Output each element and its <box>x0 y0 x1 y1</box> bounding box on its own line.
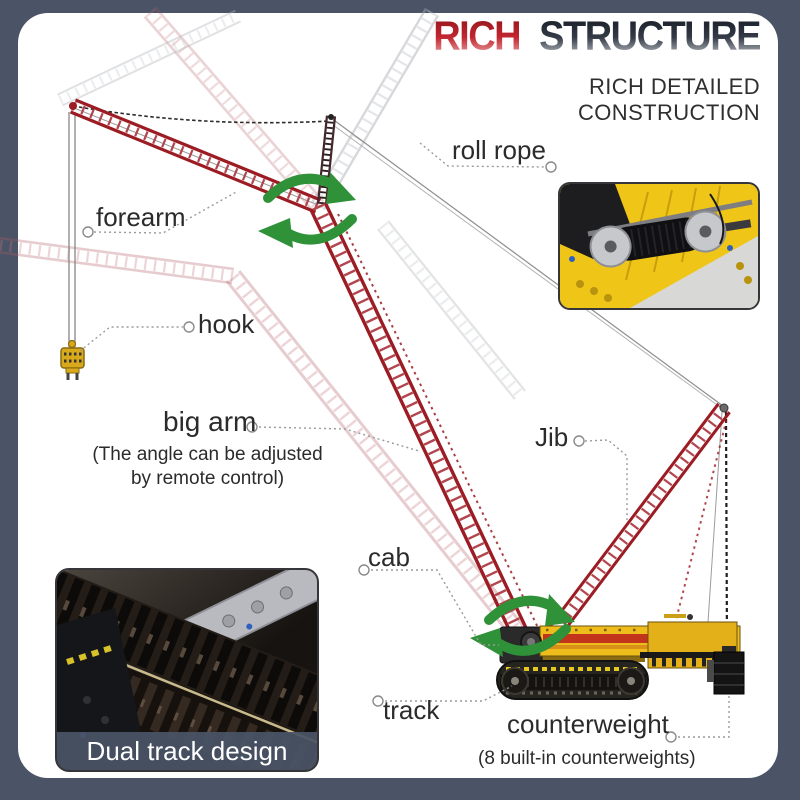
big-arm-note-line2: by remote control) <box>130 468 285 489</box>
ghost-big-arm-beam <box>225 270 529 642</box>
mast-strut <box>316 114 337 205</box>
callout-label-jib: Jib <box>535 422 569 452</box>
counterweight-block <box>707 646 745 695</box>
big-arm-note-line1: (The angle can be adjusted <box>92 444 323 465</box>
callout-label-forearm: forearm <box>96 202 186 232</box>
callout-label-cab: cab <box>368 542 410 572</box>
rotation-arrow-icon-top <box>258 172 357 248</box>
ghost-topleft-beam <box>56 9 242 107</box>
callout-dots <box>82 161 677 743</box>
callout-lines <box>79 142 730 738</box>
callout-label-roll-rope: roll rope <box>452 135 546 165</box>
callout-label-hook: hook <box>198 309 255 339</box>
ghost-gray-arm-beam <box>310 7 440 211</box>
crawler-track <box>496 660 649 700</box>
ghost-steep-arm-beam <box>143 6 325 212</box>
title-structure: STRUCTURE <box>539 13 761 60</box>
roll-rope-photo <box>558 182 760 310</box>
callout-label-big-arm: big arm <box>163 406 257 437</box>
big-arm-beam <box>309 201 530 641</box>
dual-track-caption: Dual track design <box>57 732 317 770</box>
ghost-forearm-beam <box>0 236 235 285</box>
counterweight-note: (8 built-in counterweights) <box>478 748 696 769</box>
page-subtitle: RICH DETAILED CONSTRUCTION <box>577 74 760 125</box>
callout-label-track: track <box>383 695 440 725</box>
roll-rope-photo-art <box>560 184 758 308</box>
crane-body <box>499 614 741 669</box>
title-rich: RICH <box>433 13 521 60</box>
hook-block <box>60 339 85 380</box>
jib-beam <box>549 402 731 636</box>
dual-track-photo-art <box>57 570 317 770</box>
dual-track-photo: Dual track design <box>55 568 319 772</box>
callout-label-counterweight: counterweight <box>507 709 669 739</box>
rotation-arrow-icon-cab <box>470 594 575 657</box>
page-title: RICH STRUCTURE <box>430 13 761 60</box>
ghost-mid-beam <box>377 220 526 400</box>
